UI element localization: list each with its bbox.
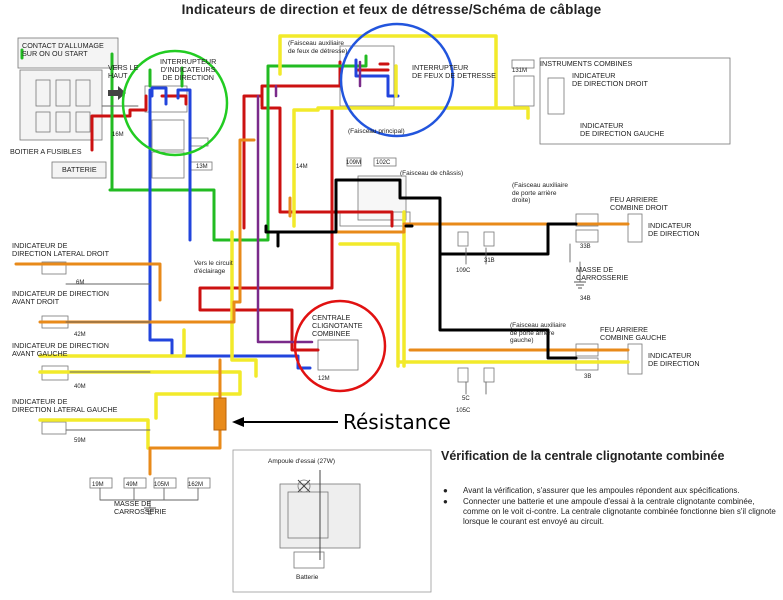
highlight-circle-blue [339,22,455,138]
code-label: 109M [346,160,362,166]
label-indicateur-direction-2: INDICATEUR DE DIRECTION [648,351,700,368]
label-interrupteur-indicateurs: INTERRUPTEUR D'INDICATEURS DE DIRECTION [160,57,217,82]
label-masse-carrosserie-2: MASSE DE CARROSSERIE [114,499,167,516]
code-label: 5C [462,396,470,402]
code-label: 34B [580,296,591,302]
label-ind-dir-droit: INDICATEUR DE DIRECTION DROIT [572,71,648,88]
wire-green [20,48,368,242]
label-faisceau-detresse: (Faisceau auxiliaire de feux de détresse… [288,40,348,55]
code-label: 131M [512,68,528,74]
wire-black [264,178,578,360]
label-ampoule: Ampoule d'essai (27W) [268,458,335,465]
code-label: 14M [296,164,308,170]
label-vers-circuit: Vers le circuit d'éclairage [194,260,233,275]
code-label: 13M [196,164,208,170]
label-faisceau-chassis: (Faisceau de châssis) [400,170,464,177]
ground-symbols [144,281,586,515]
code-label: 33B [580,244,591,250]
code-label: 31B [484,258,495,264]
label-interrupteur-detresse: INTERRUPTEUR DE FEUX DE DETRESSE [412,63,496,80]
code-label: 12M [318,376,330,382]
resistance-component [213,397,227,431]
label-faisceau-porte-gauche: (Faisceau auxiliaire de porte arrière ga… [510,322,566,344]
code-label: 6M [76,280,85,286]
label-ind-lat-gauche: INDICATEUR DE DIRECTION LATERAL GAUCHE [12,397,118,414]
code-label: 49M [126,482,138,488]
code-label: 109C [456,268,471,274]
label-batterie: BATTERIE [62,165,97,174]
code-label: 3B [584,374,592,380]
label-masse-carrosserie-1: MASSE DE CARROSSERIE [576,265,629,282]
code-label: 162M [188,482,204,488]
wire-orange [14,138,630,476]
label-contact: CONTACT D'ALLUMAGE sur ON ou START [22,41,104,58]
label-indicateur-direction-1: INDICATEUR DE DIRECTION [648,221,700,238]
highlight-circle-green [121,49,229,157]
code-label: 42M [74,332,86,338]
code-label: 19M [92,482,104,488]
code-label: 102C [376,160,391,166]
bullet-icon: ● [443,497,448,506]
label-centrale: CENTRALE CLIGNOTANTE COMBINEE [312,313,363,338]
label-ind-lat-droit: INDICATEUR DE DIRECTION LATERAL DROIT [12,241,110,258]
bullet-icon: ● [443,486,448,495]
code-label: 59M [74,438,86,444]
code-label: 16M [112,132,124,138]
resistance-annotation: Résistance [343,410,451,434]
label-feu-arriere-droit: FEU ARRIERE COMBINE DROIT [610,195,668,212]
label-boitier: BOITIER A FUSIBLES [10,147,82,156]
verification-title: Vérification de la centrale clignotante … [441,449,725,463]
verification-bullet: ●Connecter une batterie et une ampoule d… [443,497,776,526]
label-ind-av-droit: INDICATEUR DE DIRECTION AVANT DROIT [12,289,109,306]
label-vers-le-haut: VERS LE HAUT [108,63,139,80]
label-faisceau-porte-droite: (Faisceau auxiliaire de porte arrière dr… [512,182,568,204]
wire-yellow [38,34,630,450]
verification-bullets: ●Avant la vérification, s'assurer que le… [441,486,776,528]
label-batterie-test: Batterie [296,574,319,581]
up-arrow-icon [108,86,126,100]
label-faisceau-principal: (Faisceau principal) [348,128,405,135]
highlight-circle-red [293,299,387,393]
label-feu-arriere-gauche: FEU ARRIERE COMBINE GAUCHE [600,325,667,342]
test-bulb-icon [297,470,321,560]
label-ind-dir-gauche: INDICATEUR DE DIRECTION GAUCHE [580,121,665,138]
diagram-title: Indicateurs de direction et feux de détr… [181,2,602,17]
label-instruments: INSTRUMENTS COMBINES [540,59,633,68]
colored-wires [14,34,630,509]
verification-bullet: ●Avant la vérification, s'assurer que le… [443,486,740,495]
code-label: 105M [154,482,170,488]
code-label: 40M [74,384,86,390]
code-label: 105C [456,408,471,414]
label-ind-av-gauche: INDICATEUR DE DIRECTION AVANT GAUCHE [12,341,109,358]
